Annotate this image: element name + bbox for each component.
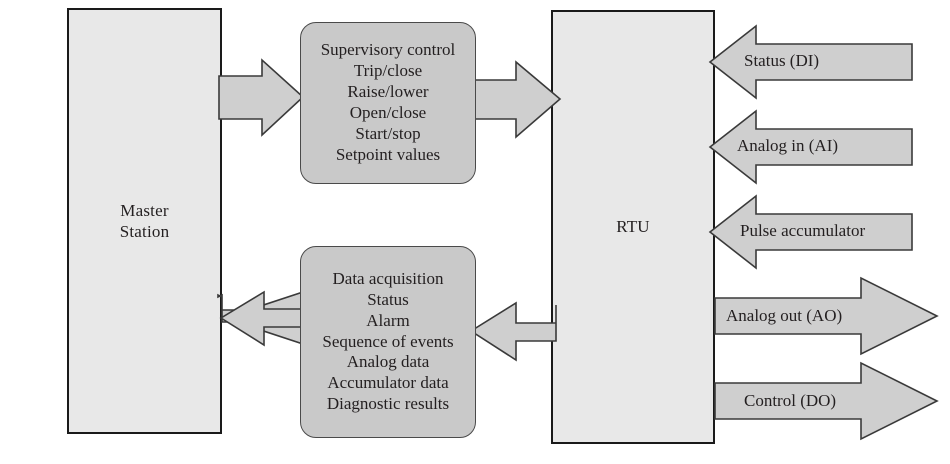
supervisory-control-list: Supervisory control Trip/close Raise/low… — [301, 40, 475, 165]
data-acq-item-1: Alarm — [366, 310, 410, 330]
supervisory-control-box: Supervisory control Trip/close Raise/low… — [300, 22, 476, 184]
supervisory-item-1: Raise/lower — [347, 82, 429, 102]
data-acquisition-list: Data acquisition Status Alarm Sequence o… — [301, 269, 475, 415]
arrow-pulse-accumulator — [708, 194, 913, 270]
data-acq-item-2: Sequence of events — [322, 331, 454, 351]
data-acq-item-3: Analog data — [346, 352, 430, 372]
arrow-analog-in-ai — [708, 109, 913, 185]
rtu-label: RTU — [616, 217, 650, 237]
supervisory-heading: Supervisory control — [320, 40, 456, 60]
supervisory-item-3: Start/stop — [355, 123, 421, 143]
supervisory-item-4: Setpoint values — [335, 144, 441, 164]
arrow-status-di — [708, 24, 913, 100]
master-station-label-line2: Station — [119, 222, 170, 241]
arrow-supervisory-to-rtu — [472, 60, 562, 139]
arrow-analog-out-ao — [714, 276, 939, 356]
arrow-rtu-to-dataacq — [469, 301, 557, 362]
data-acq-heading: Data acquisition — [332, 268, 444, 288]
arrow-control-do — [714, 361, 939, 441]
data-acq-item-4: Accumulator data — [327, 373, 449, 393]
rtu-block: RTU — [551, 10, 715, 444]
master-station-block: Master Station — [67, 8, 222, 434]
master-station-label-line1: Master — [120, 200, 169, 220]
data-acq-item-5: Diagnostic results — [326, 394, 450, 414]
master-station-label: Master Station — [120, 200, 170, 243]
data-acq-item-0: Status — [367, 289, 409, 309]
supervisory-item-2: Open/close — [349, 103, 427, 122]
arrow-dataacq-to-master-body — [219, 290, 304, 347]
data-acquisition-box: Data acquisition Status Alarm Sequence o… — [300, 246, 476, 438]
supervisory-item-0: Trip/close — [353, 61, 423, 81]
arrow-master-to-supervisory — [218, 58, 305, 137]
